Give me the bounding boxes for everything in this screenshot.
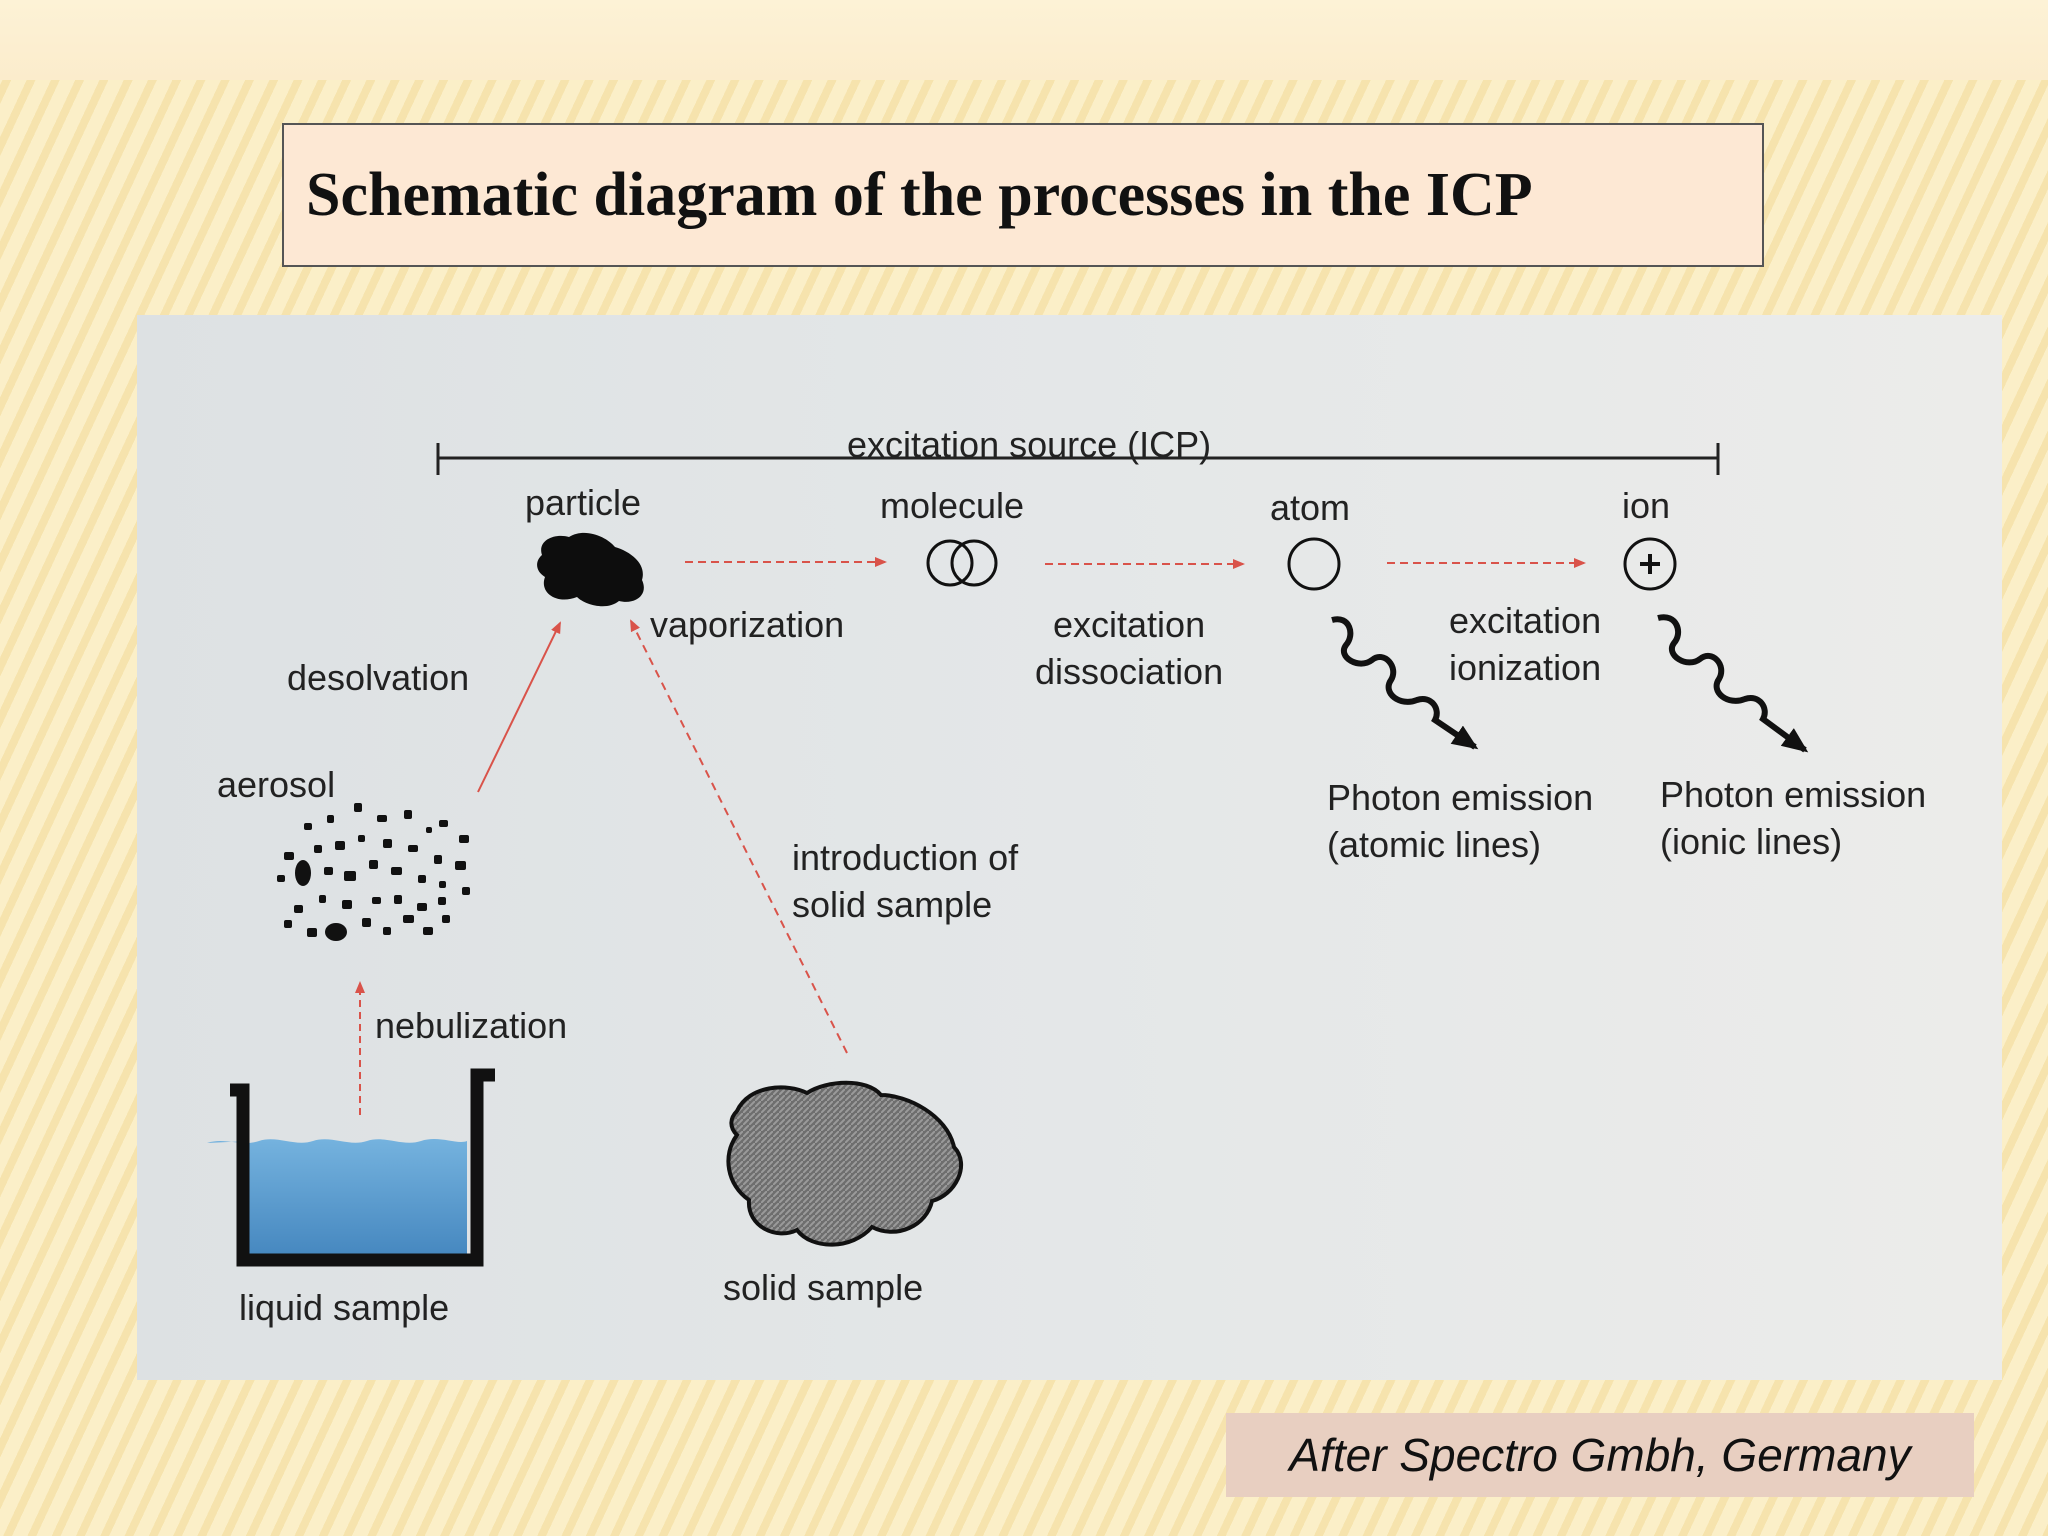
nebulization-label: nebulization <box>375 1005 568 1046</box>
liquid-sample-label: liquid sample <box>239 1287 450 1328</box>
ion-icon <box>1623 537 1677 591</box>
particle-label: particle <box>525 482 642 523</box>
arrow-solid-introduction <box>630 619 848 1054</box>
top-band <box>0 0 2048 80</box>
solid-sample-icon <box>726 1080 964 1247</box>
excitation-ionization-label: excitation ionization <box>1449 600 1602 688</box>
arrow-desolvation <box>477 621 561 793</box>
source-bar <box>436 443 1720 475</box>
slide-title: Schematic diagram of the processes in th… <box>306 160 1533 229</box>
title-box: Schematic diagram of the processes in th… <box>282 123 1764 267</box>
icp-diagram: excitation source (ICP) particle molecul… <box>137 315 2002 1380</box>
photon-ionic-label: Photon emission (ionic lines) <box>1660 774 1927 862</box>
excitation-dissociation-label: excitation dissociation <box>1035 604 1224 692</box>
credit-text: After Spectro Gmbh, Germany <box>1289 1429 1911 1481</box>
diagram-graphics <box>207 443 1809 1267</box>
introduction-solid-label: introduction of solid sample <box>792 837 1019 925</box>
aerosol-label: aerosol <box>217 764 336 805</box>
source-bar-label: excitation source (ICP) <box>847 424 1212 465</box>
photon-ionic-arrow <box>1657 614 1809 753</box>
desolvation-label: desolvation <box>287 657 470 698</box>
liquid-beaker <box>207 1068 495 1267</box>
molecule-label: molecule <box>880 485 1025 526</box>
ion-label: ion <box>1622 485 1671 526</box>
credit-box: After Spectro Gmbh, Germany <box>1226 1413 1974 1497</box>
photon-atomic-label: Photon emission (atomic lines) <box>1327 777 1594 865</box>
vaporization-label: vaporization <box>650 604 845 645</box>
atom-icon <box>1287 537 1341 591</box>
particle-icon <box>537 532 644 607</box>
photon-atomic-arrow <box>1331 616 1479 750</box>
molecule-icon <box>926 539 998 587</box>
solid-sample-label: solid sample <box>723 1267 924 1308</box>
atom-label: atom <box>1270 487 1351 528</box>
aerosol-droplets <box>277 803 470 941</box>
